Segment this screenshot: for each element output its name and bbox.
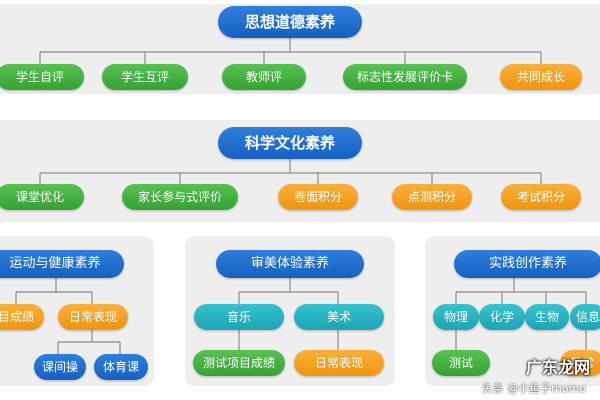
- moral-node-grow-together: 共同成长: [500, 64, 582, 90]
- practice-node-test: 测试: [432, 350, 490, 376]
- science-title-node: 科学文化素养: [218, 127, 362, 159]
- sports-node-daily: 日常表现: [58, 304, 128, 330]
- aesthetic-node-art: 美术: [294, 304, 384, 330]
- science-node-paper-score: 卷面积分: [278, 184, 358, 210]
- moral-title-node: 思想道德素养: [218, 6, 362, 38]
- practice-node-daily: 日常: [560, 350, 600, 376]
- science-node-parent-eval: 家长参与式评价: [122, 184, 238, 210]
- aesthetic-title-node: 审美体验素养: [216, 250, 364, 278]
- aesthetic-node-daily: 日常表现: [294, 350, 384, 376]
- watermark-caption: 头条 @小鱼子momo: [481, 382, 586, 395]
- practice-node-chemistry: 化学: [479, 304, 525, 330]
- moral-node-teacher-eval: 教师评: [222, 64, 306, 90]
- science-node-exam-score: 考试积分: [501, 184, 581, 210]
- aesthetic-node-music: 音乐: [194, 304, 284, 330]
- sports-node-pe-class: 体育课: [94, 354, 148, 380]
- science-node-classroom: 课堂优化: [0, 184, 84, 210]
- moral-node-development-card: 标志性发展评价卡: [343, 64, 467, 90]
- science-node-spot-score: 点测积分: [392, 184, 472, 210]
- practice-title-node: 实践创作素养: [454, 250, 600, 278]
- aesthetic-node-test-score: 测试项目成绩: [193, 350, 285, 376]
- watermark-logo: 广东龙网: [525, 358, 590, 377]
- practice-node-info: 信息: [570, 304, 600, 330]
- moral-node-self-eval: 学生自评: [0, 64, 84, 90]
- practice-node-physics: 物理: [433, 304, 479, 330]
- sports-node-break-exercise: 课间操: [34, 354, 86, 380]
- sports-node-score: 目成绩: [0, 304, 44, 330]
- moral-node-peer-eval: 学生互评: [102, 64, 188, 90]
- sports-title-node: 运动与健康素养: [0, 250, 124, 278]
- practice-node-biology: 生物: [525, 304, 569, 330]
